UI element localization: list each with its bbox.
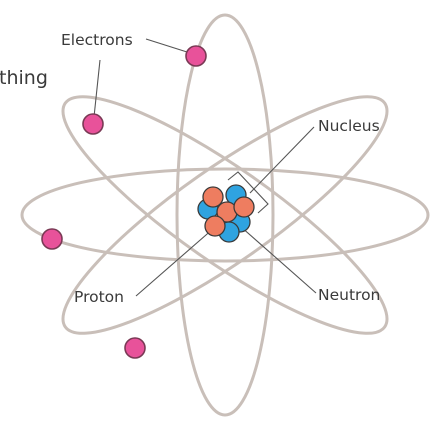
electron [124,337,146,359]
cut-off-text: thing [0,67,48,89]
orbit-diagonal-a [61,95,389,335]
proton-label: Proton [74,288,124,306]
nucleus-leader-line [249,126,315,194]
proton-particle [233,196,255,218]
neutron-label: Neutron [318,286,380,304]
nucleus [197,184,255,243]
proton-particle [202,186,224,208]
orbits [20,13,430,417]
electron [82,113,104,135]
leader-lines [93,38,317,297]
electrons-leader-line-2 [93,59,101,118]
nucleus-bracket [227,171,269,214]
electron [185,45,207,67]
proton-leader-line [135,227,215,297]
orbit-diagonal-b [61,95,389,335]
orbit-vertical [175,13,275,417]
electrons-label: Electrons [61,31,133,49]
nucleus-label: Nucleus [318,117,380,135]
electrons [41,45,207,359]
proton-particle [204,215,226,237]
neutron-leader-line [239,225,317,294]
electrons-leader-line [145,38,188,53]
electron [41,228,63,250]
orbit-horizontal [20,167,430,263]
